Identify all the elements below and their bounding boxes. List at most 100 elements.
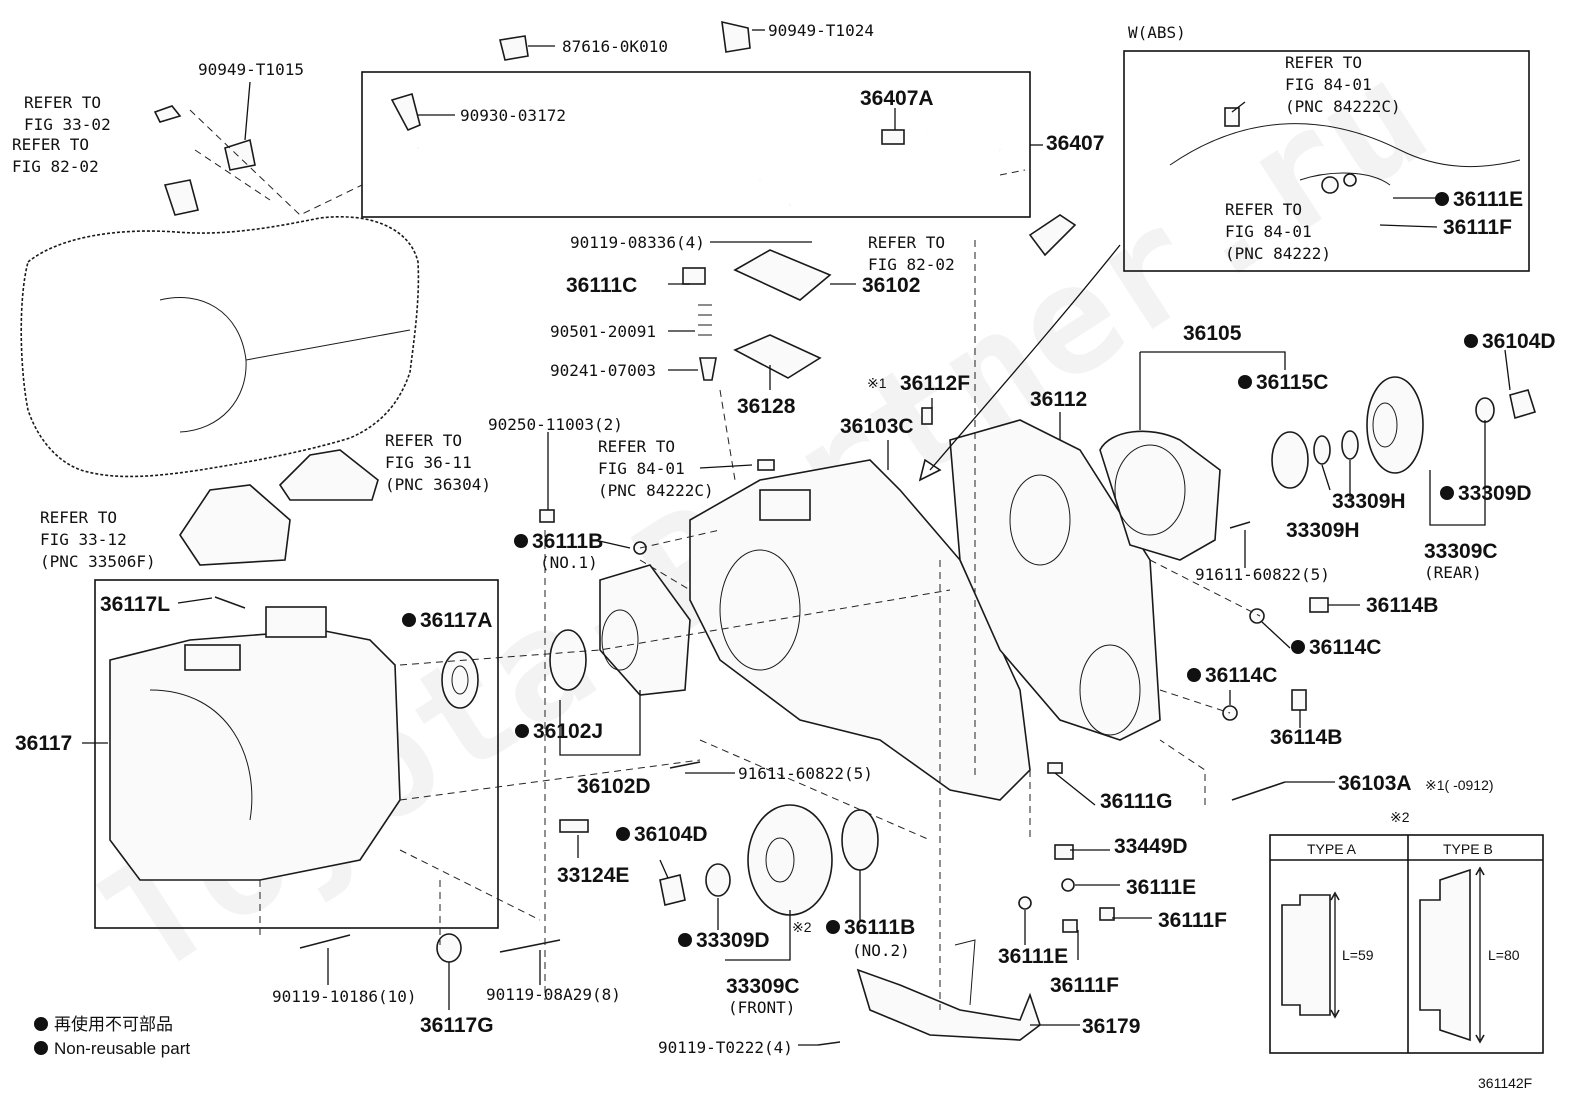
assembly-lines (189, 109, 1261, 1010)
extra-fasteners (539, 407, 1329, 933)
nonreusable-dot-36114c-up (1291, 640, 1305, 654)
label-36103a-note: ※1( -0912) (1425, 777, 1494, 793)
nonreusable-dot-36117a (402, 613, 416, 627)
nonreusable-dot-36104d-r (1464, 334, 1478, 348)
abs-header: W(ABS) (1128, 23, 1186, 42)
legend-dot-1 (34, 1017, 48, 1031)
label-36112f-mark: ※1 (867, 375, 887, 391)
legend-line-english: Non-reusable part (54, 1039, 190, 1058)
mount-36304 (278, 449, 379, 501)
label-36111b-no1: 36111B (532, 530, 603, 553)
legend: 再使用不可部品 Non-reusable part (34, 1014, 190, 1058)
label-36117g: 36117G (420, 1014, 494, 1037)
label-90119-10186: 90119-10186(10) (272, 987, 417, 1006)
ref-fig-33-12-l3: (PNC 33506F) (40, 552, 156, 571)
nonreusable-dot-33309d-b (678, 933, 692, 947)
ref-fig-36-11-l3: (PNC 36304) (385, 475, 491, 494)
bracket-fig-82-02-left (163, 179, 199, 216)
hose-clips (499, 20, 751, 61)
ref-fig-33-02-l2: FIG 33-02 (24, 115, 111, 134)
label-36104d-bottom: 36104D (634, 823, 708, 846)
label-36111e-bottom: 36111E (998, 945, 1068, 968)
leader-lines (82, 29, 1511, 1046)
diagram-id: 361142F (1478, 1075, 1532, 1091)
shift-cover-36102 (682, 249, 832, 381)
label-36117: 36117 (15, 732, 72, 755)
label-33309c-front: 33309C (726, 975, 800, 998)
label-36105: 36105 (1183, 322, 1242, 345)
assembly-arrow (929, 244, 1121, 471)
front-housing-box (94, 579, 499, 929)
label-90250-11003: 90250-11003(2) (488, 415, 623, 434)
label-36117a: 36117A (420, 609, 492, 632)
label-33309c-front-sub: (FRONT) (728, 998, 795, 1017)
label-90501-20091: 90501-20091 (550, 322, 656, 341)
nonreusable-dot-36104d-b (616, 827, 630, 841)
seal-36117a (441, 651, 479, 709)
label-36111e-mid: 36111E (1126, 876, 1196, 899)
label-33309h-b: 33309H (1286, 519, 1360, 542)
label-36102d: 36102D (577, 775, 651, 798)
label-33309h-a: 33309H (1332, 490, 1406, 513)
label-36102: 36102 (862, 274, 920, 297)
label-90119-t0222: 90119-T0222(4) (658, 1038, 793, 1057)
label-36111b-no2-sub: (NO.2) (852, 941, 910, 960)
ref-fig-33-02-l1: REFER TO (24, 93, 101, 112)
label-36111b-no1-sub: (NO.1) (540, 553, 598, 572)
ref-fig-84-01-a-l1: REFER TO (1285, 53, 1362, 72)
label-36114c-upper: 36114C (1309, 636, 1381, 659)
label-36103a: 36103A (1338, 772, 1412, 795)
label-36111c: 36111C (566, 274, 637, 297)
nonreusable-dot-36114c-low (1187, 668, 1201, 682)
ref-fig-84-01-b-l1: REFER TO (1225, 200, 1302, 219)
label-36112: 36112 (1030, 388, 1087, 411)
label-90949-t1024: 90949-T1024 (768, 21, 874, 40)
type-b-length: L=80 (1488, 947, 1520, 963)
label-36102j: 36102J (533, 720, 603, 743)
nonreusable-dot-33309d-r (1440, 486, 1454, 500)
label-36103c: 36103C (840, 415, 914, 438)
ref-fig-36-11-l2: FIG 36-11 (385, 453, 472, 472)
ref-fig-33-12-l1: REFER TO (40, 508, 117, 527)
nonreusable-dot-36111e-abs (1435, 192, 1449, 206)
ref-fig-84-01-m-l2: FIG 84-01 (598, 459, 685, 478)
type-a-header: TYPE A (1307, 841, 1357, 857)
label-36112f: 36112F (900, 372, 970, 395)
nonreusable-dot-36111b2 (826, 920, 840, 934)
ref-fig-84-01-b-l3: (PNC 84222) (1225, 244, 1331, 263)
label-90930-03172: 90930-03172 (460, 106, 566, 125)
label-36104d-rear: 36104D (1482, 330, 1556, 353)
ref-fig-84-01-b-l2: FIG 84-01 (1225, 222, 1312, 241)
bolt-fig-33-02 (153, 105, 182, 123)
transfer-case-36103c (689, 459, 1031, 801)
legend-line-japanese: 再使用不可部品 (54, 1014, 173, 1034)
label-36128: 36128 (737, 395, 796, 418)
label-90119-08a29: 90119-08A29(8) (486, 985, 621, 1004)
label-33124e: 33124E (557, 864, 629, 887)
label-36115c: 36115C (1256, 371, 1328, 394)
type-table: ※2 TYPE A TYPE B L=59 L=80 (1269, 809, 1544, 1054)
label-36111f-abs: 36111F (1443, 216, 1512, 239)
label-91611-60822-b: 91611-60822(5) (1195, 565, 1330, 584)
plug-36117g (436, 933, 462, 963)
label-91611-60822-a: 91611-60822(5) (738, 764, 873, 783)
rear-flange-33309c (1271, 376, 1537, 489)
nonreusable-dot-36115c (1238, 375, 1252, 389)
label-36111b-no2-mark: ※2 (792, 919, 812, 935)
legend-dot-2 (34, 1041, 48, 1055)
ref-fig-82-02-r-l1: REFER TO (868, 233, 945, 252)
label-36114b-lower: 36114B (1270, 726, 1342, 749)
label-90119-08336: 90119-08336(4) (570, 233, 705, 252)
label-33309d-bottom: 33309D (696, 929, 770, 952)
abs-sensor-parts (1169, 107, 1521, 194)
ref-fig-33-12-l2: FIG 33-12 (40, 530, 127, 549)
front-housing-36117 (109, 606, 401, 881)
label-33309d-rear: 33309D (1458, 482, 1532, 505)
label-36407: 36407 (1046, 132, 1104, 155)
label-36117l: 36117L (100, 593, 170, 616)
label-33309c-rear-sub: (REAR) (1424, 563, 1482, 582)
label-33309c-rear: 33309C (1424, 540, 1498, 563)
type-b-header: TYPE B (1443, 841, 1493, 857)
front-flange-33309c (659, 804, 879, 916)
